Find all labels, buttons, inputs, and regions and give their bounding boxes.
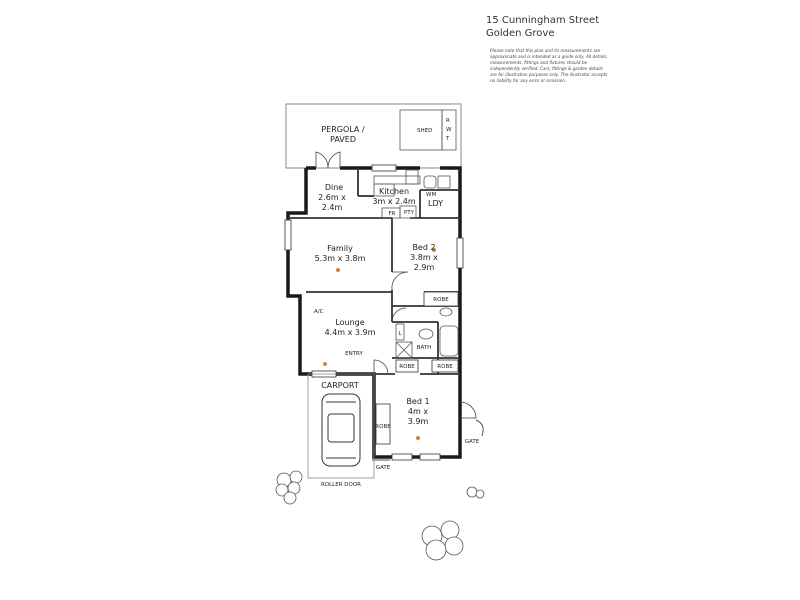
dine-label: Dine <box>325 183 343 192</box>
ac-label: A/C <box>314 309 324 315</box>
rwt-r-label: R <box>446 118 450 124</box>
bed1-size-1: 4m x <box>408 407 428 416</box>
bed1-robe-label: ROBE <box>375 424 391 430</box>
kitchen-size: 3m x 2.4m <box>372 197 415 206</box>
bathroom-fixtures <box>395 307 459 359</box>
fr-label: FR <box>389 211 396 217</box>
robe-outlines <box>375 291 459 445</box>
roller-door-label: ROLLER DOOR <box>321 482 361 488</box>
pty-label: PTY <box>404 210 415 216</box>
pergola-label: PERGOLA / <box>321 125 365 134</box>
lounge-size: 4.4m x 3.9m <box>325 328 376 337</box>
pergola-sublabel: PAVED <box>330 135 356 144</box>
bed2-size-2: 2.9m <box>414 263 435 272</box>
car-icon <box>321 393 361 467</box>
robe-left-label: ROBE <box>399 364 415 370</box>
rainwater-tank <box>441 109 457 151</box>
address-line-1: 15 Cunningham Street <box>486 15 600 26</box>
shed-label: SHED <box>417 128 432 134</box>
bath-label: BATH <box>417 345 432 351</box>
address-block: 15 Cunningham Street Golden Grove <box>486 14 599 40</box>
rwt-w-label: W <box>446 127 452 133</box>
bed2-size-1: 3.8m x <box>410 253 438 262</box>
gate-right-label: GATE <box>465 439 480 445</box>
interior-walls <box>288 168 460 375</box>
door-swings <box>315 151 477 419</box>
pergola-outline <box>285 103 462 169</box>
gate-markers <box>372 419 484 461</box>
carport-outline <box>307 373 375 479</box>
kitchen-label: Kitchen <box>379 187 409 196</box>
bed1-label: Bed 1 <box>406 397 429 406</box>
ldy-label: LDY <box>428 199 443 208</box>
bed2-robe-label: ROBE <box>433 297 449 303</box>
disclaimer-text: Please note that this plan and its measu… <box>490 48 608 83</box>
light-points <box>323 248 436 440</box>
entry-label: ENTRY <box>345 351 363 357</box>
kitchen-benches <box>373 169 451 219</box>
bed1-size-2: 3.9m <box>408 417 429 426</box>
gate-bottom-label: GATE <box>376 465 391 471</box>
shrub-icons <box>275 470 485 561</box>
dine-size-1: 2.6m x <box>318 193 346 202</box>
carport-label: CARPORT <box>321 381 359 390</box>
dine-size-2: 2.4m <box>322 203 343 212</box>
family-label: Family <box>327 244 353 253</box>
address-line-2: Golden Grove <box>486 28 555 39</box>
lounge-label: Lounge <box>335 318 364 327</box>
robe-right-label: ROBE <box>437 364 453 370</box>
bed2-label: Bed 2 <box>412 243 435 252</box>
wm-label: WM <box>426 192 436 198</box>
l-label: L <box>398 331 402 337</box>
rwt-t-label: T <box>445 136 450 142</box>
family-size: 5.3m x 3.8m <box>315 254 366 263</box>
